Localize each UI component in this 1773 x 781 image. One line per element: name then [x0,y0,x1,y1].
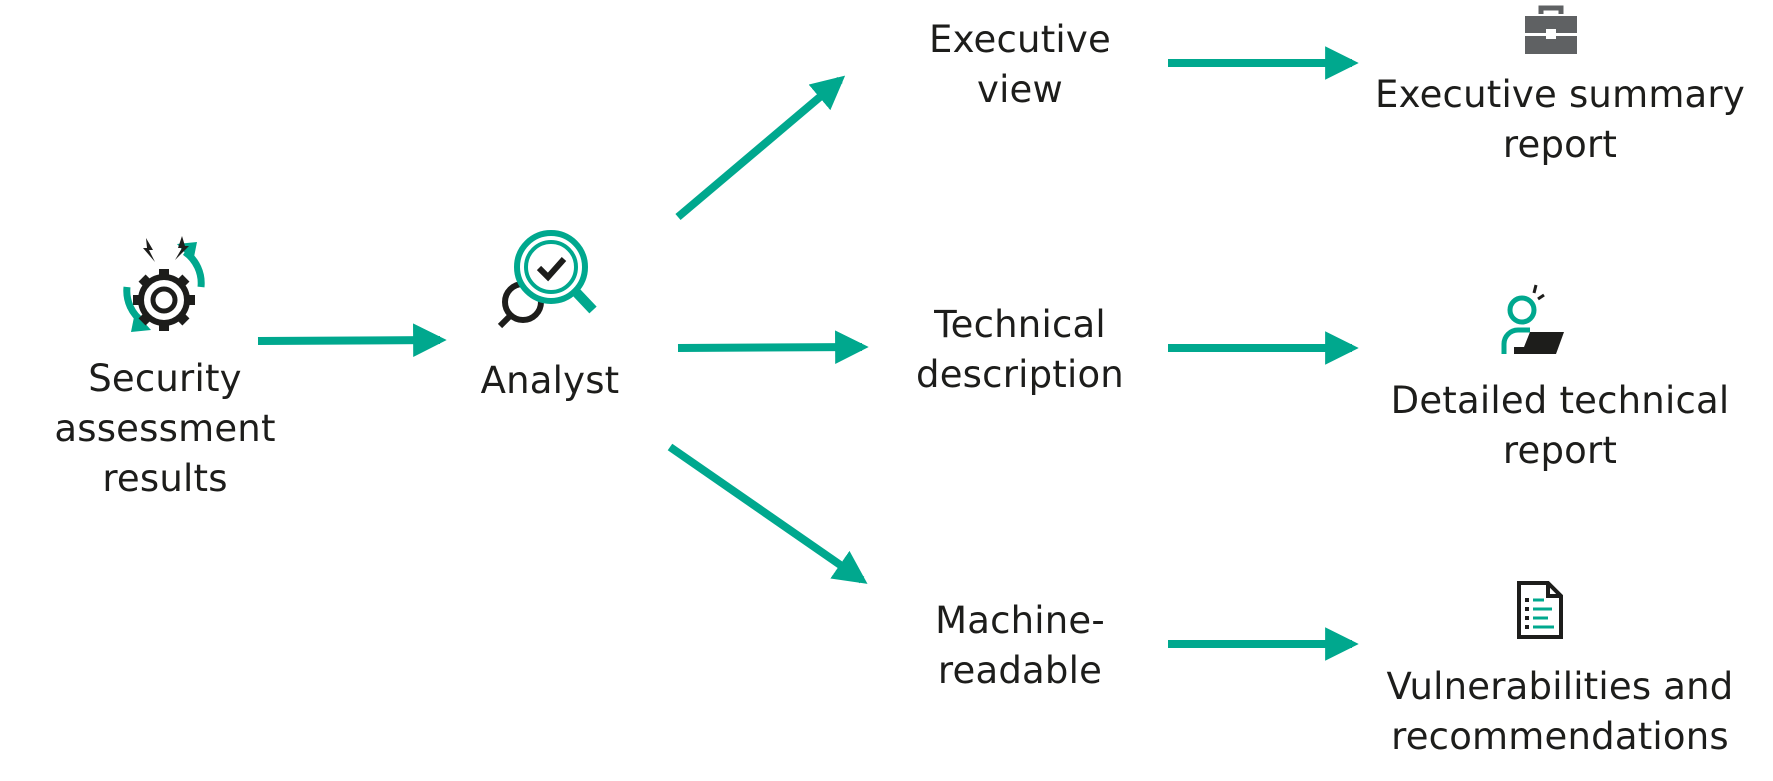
arrow-analyst-to-machine-readable [667,443,868,584]
machine-readable-label: Machine- readable [935,599,1105,692]
arrow-analyst-to-executive-view [675,75,846,221]
detailed-technical-report-label: Detailed technical report [1390,379,1730,472]
gear-refresh-icon [123,236,205,332]
magnifier-check-icon [497,230,597,329]
document-list-icon [1517,581,1563,639]
briefcase-icon [1525,5,1577,54]
executive-view-label: Executive view [929,18,1111,111]
executive-summary-report-label: Executive summary report [1375,73,1745,166]
vulnerabilities-recommendations-label: Vulnerabilities and recommendations [1386,665,1734,758]
security-assessment-results-label: Security assessment results [54,357,276,500]
technical-description-label: Technical description [916,303,1124,396]
arrow-source-to-analyst [257,323,447,357]
arrow-analyst-to-technical-description [677,330,869,364]
analyst-label: Analyst [480,359,620,402]
person-laptop-icon [1501,284,1564,354]
